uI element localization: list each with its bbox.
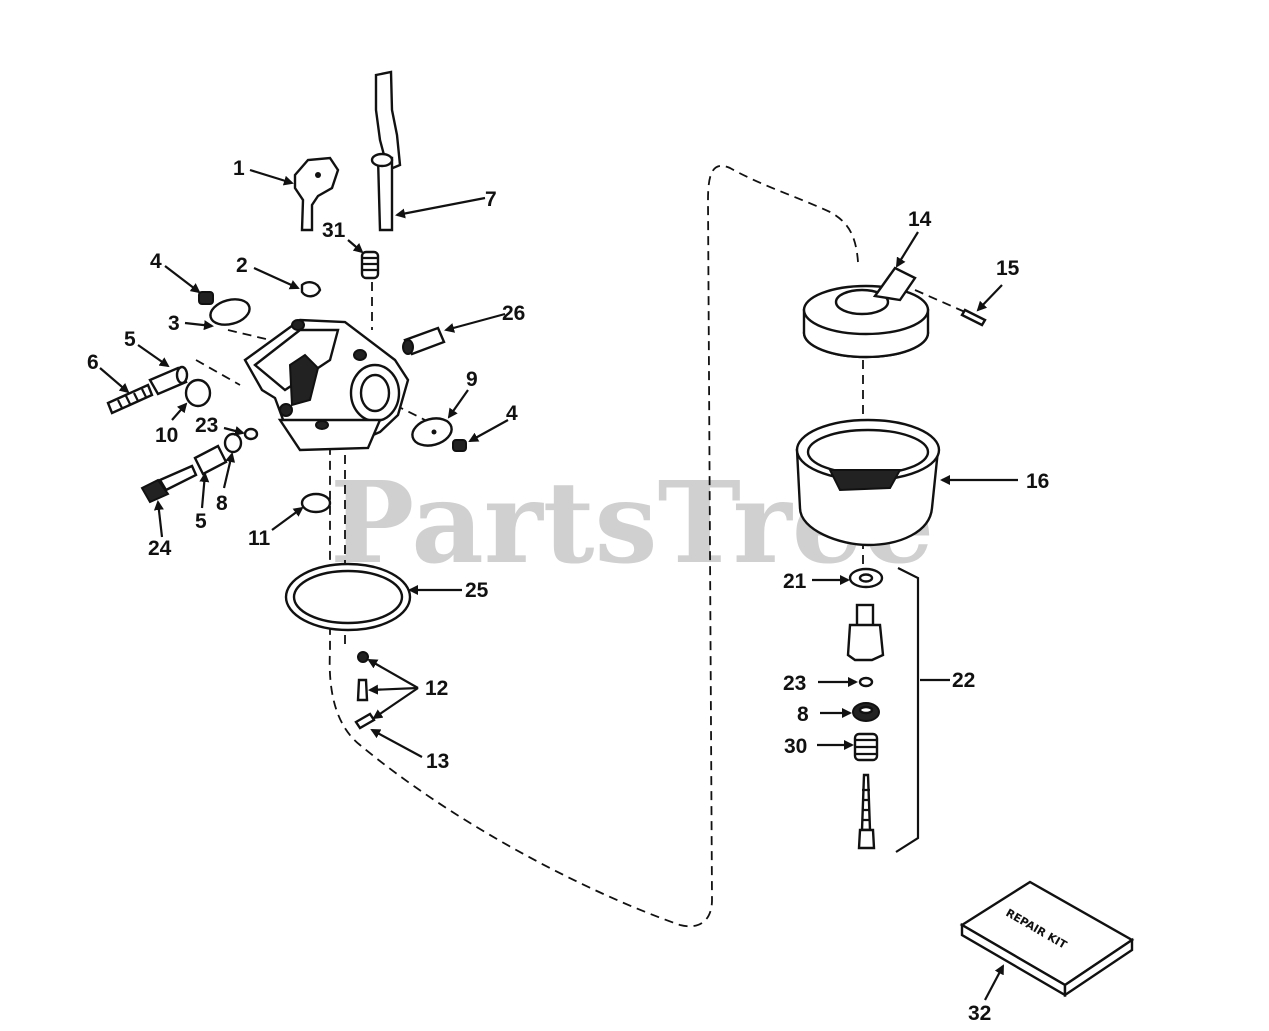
- callout-5-lower: 5: [195, 510, 207, 533]
- callout-30: 30: [784, 735, 807, 758]
- callout-21: 21: [783, 570, 807, 593]
- leader-lines: [99, 168, 1018, 1001]
- choke-lever-part: [293, 156, 340, 232]
- callout-31: 31: [322, 219, 346, 242]
- callout-8-left: 8: [216, 492, 228, 515]
- spring-2-part: [300, 281, 322, 298]
- callout-1: 1: [233, 157, 245, 180]
- callout-12: 12: [425, 677, 448, 700]
- callout-labels: 1 7 31 2 4 3 26 5 6 9 10 23 4 8 5 24 11 …: [87, 157, 1049, 1025]
- welch-plug-10-part: [184, 378, 212, 408]
- callout-22: 22: [952, 669, 975, 692]
- callout-6: 6: [87, 351, 99, 374]
- callout-26: 26: [502, 302, 525, 325]
- pin-15-part: [960, 308, 987, 327]
- callout-10: 10: [155, 424, 178, 447]
- carburetor-body-part: [243, 318, 410, 452]
- callout-23-right: 23: [783, 672, 806, 695]
- spring-31-part: [360, 250, 380, 280]
- callout-23-left: 23: [195, 414, 218, 437]
- callout-4-upper: 4: [150, 250, 162, 273]
- callout-4-lower: 4: [506, 402, 518, 425]
- callout-2: 2: [236, 254, 248, 277]
- callout-11: 11: [248, 527, 271, 550]
- bowl-nut-assembly-part: [846, 603, 885, 662]
- callout-24: 24: [148, 537, 172, 560]
- disc-11-part: [300, 492, 332, 514]
- washer-21-part: [848, 567, 884, 589]
- callout-25: 25: [465, 579, 489, 602]
- callout-9: 9: [466, 368, 478, 391]
- spring-30-part: [853, 732, 879, 762]
- callout-5-upper: 5: [124, 328, 136, 351]
- screw-4-lower-part: [452, 439, 467, 452]
- bushing-5-upper-part: [148, 365, 189, 396]
- fitting-26-part: [402, 326, 446, 356]
- center-line-plate-left: [227, 329, 271, 341]
- needle-22-part: [857, 773, 876, 850]
- gasket-25-part: [284, 562, 412, 632]
- washer-23-right-part: [858, 676, 874, 688]
- bushing-5-lower-part: [193, 444, 228, 476]
- idle-screw-6-part: [106, 383, 154, 415]
- mixture-needle-24-part: [140, 464, 198, 504]
- washer-23-left-part: [243, 427, 259, 441]
- screw-4-upper-part: [198, 291, 214, 305]
- callout-16: 16: [1026, 470, 1049, 493]
- center-line-pin: [914, 289, 966, 313]
- bracket-22: [895, 567, 920, 853]
- float-bowl-16-part: [795, 418, 941, 547]
- callout-32: 32: [968, 1002, 991, 1025]
- callout-8-right: 8: [797, 703, 809, 726]
- dashed-assembly-path: [328, 165, 859, 928]
- oring-8-left-part: [223, 432, 243, 454]
- throttle-shaft-part: [370, 70, 402, 232]
- callout-7: 7: [485, 188, 497, 211]
- center-line-nozzle: [195, 359, 241, 386]
- oring-8-right-part: [852, 702, 880, 722]
- float-needle-12-part: [354, 651, 376, 730]
- float-14-part: [802, 266, 930, 359]
- throttle-plate-part: [209, 298, 251, 326]
- plate-9-part: [411, 417, 453, 447]
- repair-kit-32-part: REPAIR KIT: [959, 880, 1135, 998]
- callout-3: 3: [168, 312, 180, 335]
- callout-13: 13: [426, 750, 449, 773]
- callout-15: 15: [996, 257, 1020, 280]
- callout-14: 14: [908, 208, 932, 231]
